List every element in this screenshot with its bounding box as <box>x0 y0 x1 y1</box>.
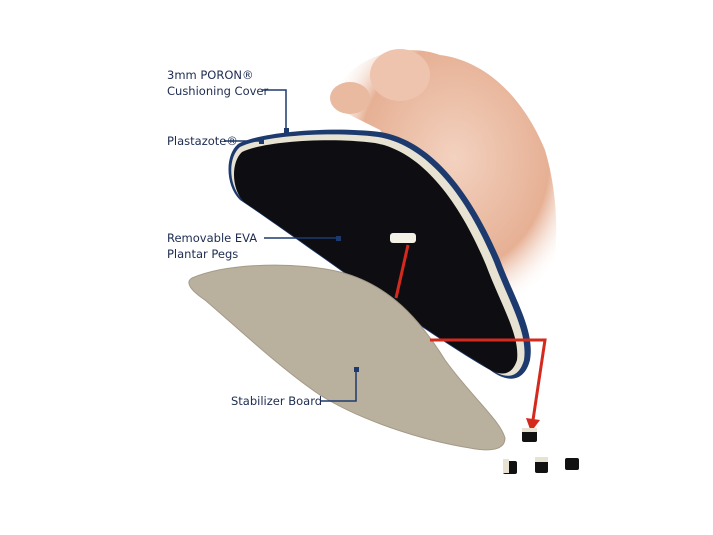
peg <box>535 460 548 473</box>
stabilizer-label: Stabilizer Board <box>231 394 323 408</box>
leader-dot <box>354 367 359 372</box>
peg <box>503 459 509 473</box>
leader-dot <box>259 139 264 144</box>
arrowhead-icon <box>526 418 540 432</box>
insole-base <box>233 140 518 374</box>
eva-label-line2: Plantar Pegs <box>167 247 239 261</box>
peg-arrow <box>430 338 547 421</box>
eva-label: Removable EVA Plantar Pegs <box>167 230 257 262</box>
peg <box>565 458 579 470</box>
peg <box>522 428 537 432</box>
stabilizer-board <box>188 264 506 451</box>
toe-icon <box>330 82 370 114</box>
leader-dot <box>336 236 341 241</box>
peg <box>535 457 548 462</box>
peg-slot <box>390 233 416 243</box>
eva-label-line1: Removable EVA <box>167 231 258 245</box>
poron-label-line1: 3mm PORON® <box>167 68 254 82</box>
leader-lines <box>224 89 357 402</box>
peg-arrow <box>394 244 410 299</box>
leader-dot <box>284 128 289 133</box>
peg <box>522 430 537 442</box>
toe-icon <box>370 49 430 101</box>
poron-label-line2: Cushioning Cover <box>167 84 269 98</box>
poron-leader <box>262 89 287 132</box>
plantar-pegs <box>503 428 579 474</box>
stabilizer-leader <box>320 370 357 402</box>
poron-label: 3mm PORON® Cushioning Cover <box>167 67 268 99</box>
plastazote-label: Plastazote® <box>167 134 238 148</box>
